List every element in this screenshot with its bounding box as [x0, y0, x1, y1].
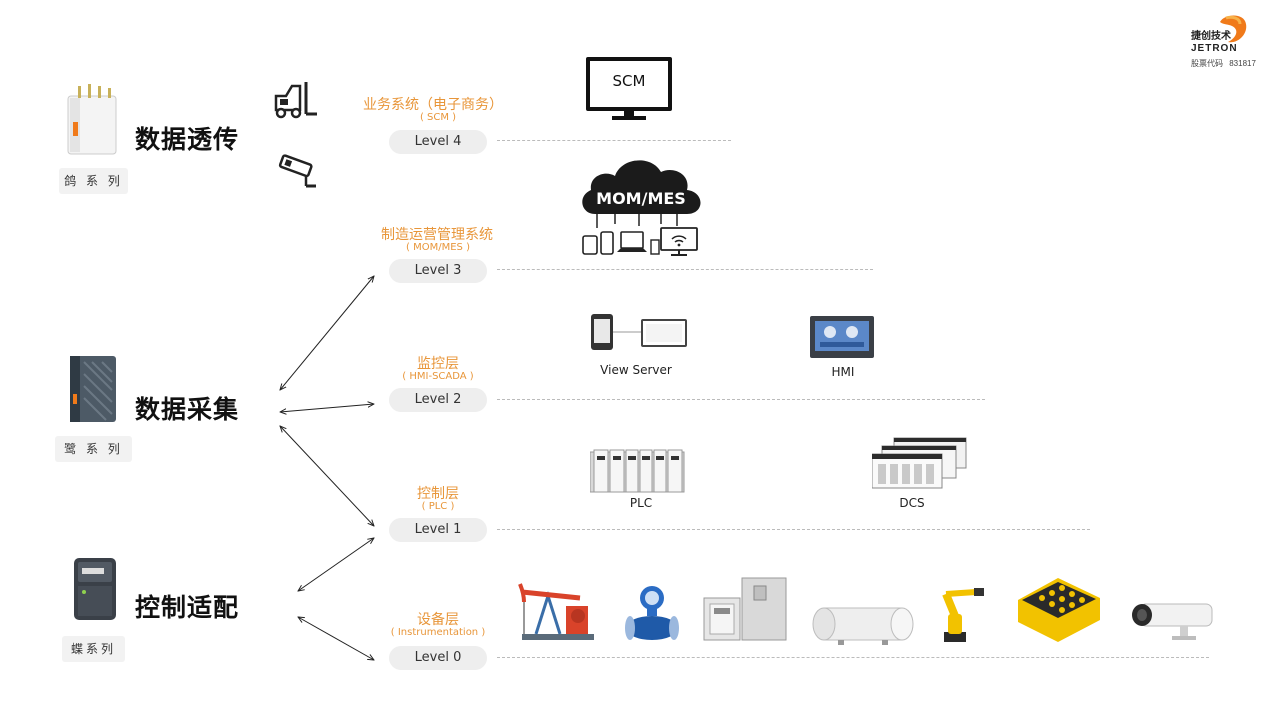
bullet-camera-image [1132, 603, 1213, 640]
dcs-label: DCS [899, 496, 925, 510]
gateway-device-image [67, 84, 117, 155]
brand-name-cn: 捷创技术 [1191, 31, 1231, 42]
category-title-control-adaptation: 控制适配 [135, 593, 240, 622]
storage-tank-image [812, 607, 914, 645]
plc-image [590, 449, 685, 493]
view-server-image [591, 314, 687, 350]
level3-name: 制造运营管理系统 [381, 227, 493, 243]
arrow-collection-level3 [280, 276, 374, 390]
level4-dashed-line [497, 140, 731, 141]
flowmeter-image [625, 586, 679, 640]
scm-monitor: SCM [586, 57, 672, 121]
level3-sub: ( MOM/MES ) [406, 242, 470, 253]
arrow-control-level1 [298, 538, 374, 591]
cctv-camera-icon [278, 154, 316, 188]
arrow-control-level0 [298, 617, 374, 660]
agv-robot-image [1018, 578, 1100, 642]
series-chip-die: 蝶系列 [62, 636, 125, 662]
wifi-icon [671, 235, 687, 243]
robot-arm-image [942, 588, 984, 642]
level2-dashed-line [497, 399, 985, 400]
scm-monitor-label: SCM [612, 72, 646, 90]
level4-name: 业务系统（电子商务） [363, 97, 503, 113]
cabinet-image [703, 577, 787, 641]
stock-code: 831817 [1229, 59, 1256, 68]
level2-name: 监控层 [417, 356, 459, 372]
forklift-icon [274, 82, 317, 119]
stock-info: 股票代码 831817 [1191, 60, 1256, 68]
category-title-data-passthrough: 数据透传 [135, 125, 240, 154]
brand-logo: 捷创技术 JETRON 股票代码 831817 [1188, 12, 1266, 74]
level3-dashed-line [497, 269, 873, 270]
stock-label: 股票代码 [1191, 59, 1223, 68]
brand-mark-icon [1220, 15, 1247, 43]
pumpjack-image [518, 583, 594, 640]
plc-label: PLC [629, 496, 653, 510]
level1-sub: ( PLC ) [421, 501, 455, 512]
level4-pill: Level 4 [389, 130, 487, 154]
level0-sub: ( Instrumentation ) [390, 627, 486, 638]
arrow-collection-level1 [280, 426, 374, 526]
level0-dashed-line [497, 657, 1209, 658]
level1-dashed-line [497, 529, 1090, 530]
collector-device-image [70, 356, 116, 422]
level1-pill: Level 1 [389, 518, 487, 542]
series-chip-ge: 鸽 系 列 [59, 168, 128, 194]
level4-sub: ( SCM ) [419, 112, 457, 123]
controller-device-image [74, 558, 116, 620]
level1-name: 控制层 [417, 486, 459, 502]
brand-name-en: JETRON [1191, 43, 1238, 54]
mes-cloud-label: MOM/MES [596, 189, 686, 208]
level3-pill: Level 3 [389, 259, 487, 283]
mes-cloud-image [582, 160, 701, 256]
dcs-image [872, 437, 967, 489]
level2-pill: Level 2 [389, 388, 487, 412]
hmi-label: HMI [831, 365, 855, 379]
series-chip-lu: 鹭 系 列 [55, 436, 132, 462]
category-title-data-collection: 数据采集 [135, 395, 240, 424]
hmi-image [810, 316, 874, 358]
view-server-label: View Server [600, 363, 672, 377]
level2-sub: ( HMI-SCADA ) [402, 371, 474, 382]
level0-name: 设备层 [417, 612, 459, 628]
arrow-collection-level2 [280, 404, 374, 412]
level0-pill: Level 0 [389, 646, 487, 670]
